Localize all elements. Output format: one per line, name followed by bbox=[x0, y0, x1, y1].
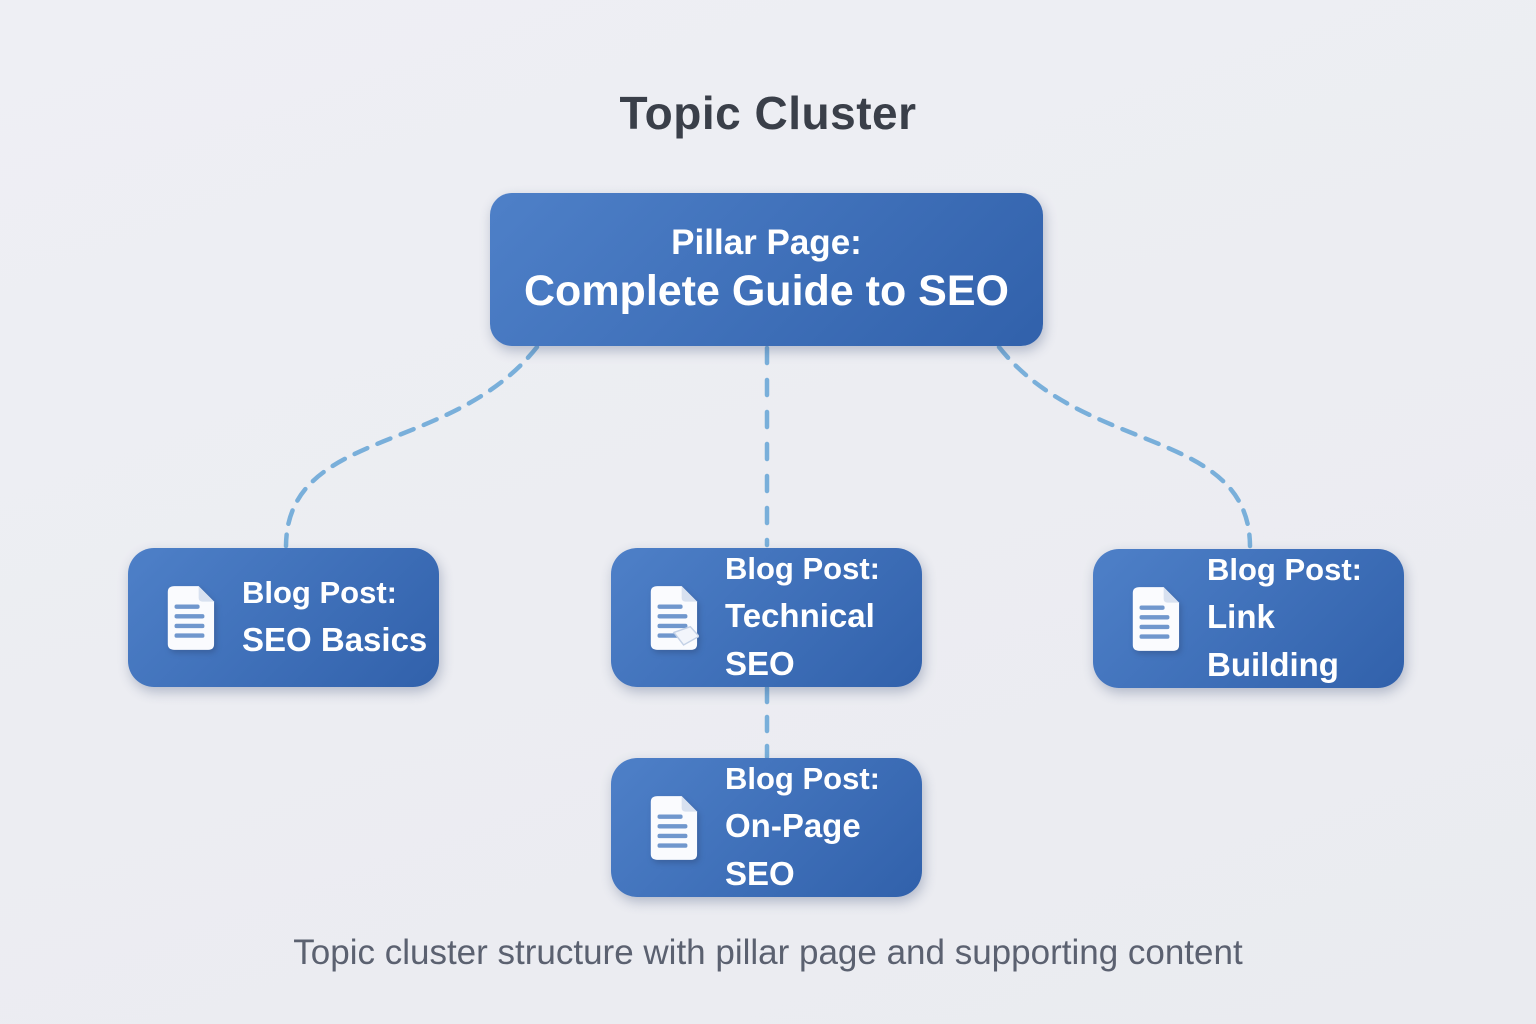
blog-node-link-building[interactable]: Blog Post: Link Building bbox=[1093, 549, 1404, 688]
blog-node-label-line2: Link Building bbox=[1207, 598, 1339, 683]
blog-node-label-line1: Blog Post: bbox=[725, 551, 880, 587]
pillar-node-label-line2: Complete Guide to SEO bbox=[524, 267, 1009, 316]
diagram-caption: Topic cluster structure with pillar page… bbox=[293, 933, 1243, 972]
blog-node-label-line1: Blog Post: bbox=[725, 761, 880, 797]
edge-pillar-to-link-building bbox=[996, 344, 1253, 549]
blog-node-label-line1: Blog Post: bbox=[1207, 552, 1362, 588]
pillar-page-node[interactable]: Pillar Page: Complete Guide to SEO bbox=[490, 193, 1043, 346]
pillar-node-label-line1: Pillar Page: bbox=[671, 222, 862, 262]
blog-node-technical-seo[interactable]: Blog Post: Technical SEO bbox=[611, 548, 922, 687]
document-icon bbox=[162, 584, 216, 652]
diagram-title: Topic Cluster bbox=[619, 87, 917, 139]
blog-node-seo-basics[interactable]: Blog Post: SEO Basics bbox=[128, 548, 439, 687]
blog-node-on-page-seo[interactable]: Blog Post: On-Page SEO bbox=[611, 758, 922, 897]
blog-node-label-line2: SEO Basics bbox=[242, 621, 428, 659]
blog-node-label-line1: Blog Post: bbox=[242, 575, 397, 611]
edge-pillar-to-seo-basics bbox=[283, 344, 540, 549]
blog-node-label-line2: Technical SEO bbox=[725, 597, 875, 682]
blog-node-label-line2: On-Page SEO bbox=[725, 807, 861, 892]
document-icon bbox=[1127, 585, 1181, 653]
document-page-flip-icon bbox=[645, 584, 701, 652]
document-icon bbox=[645, 794, 699, 862]
